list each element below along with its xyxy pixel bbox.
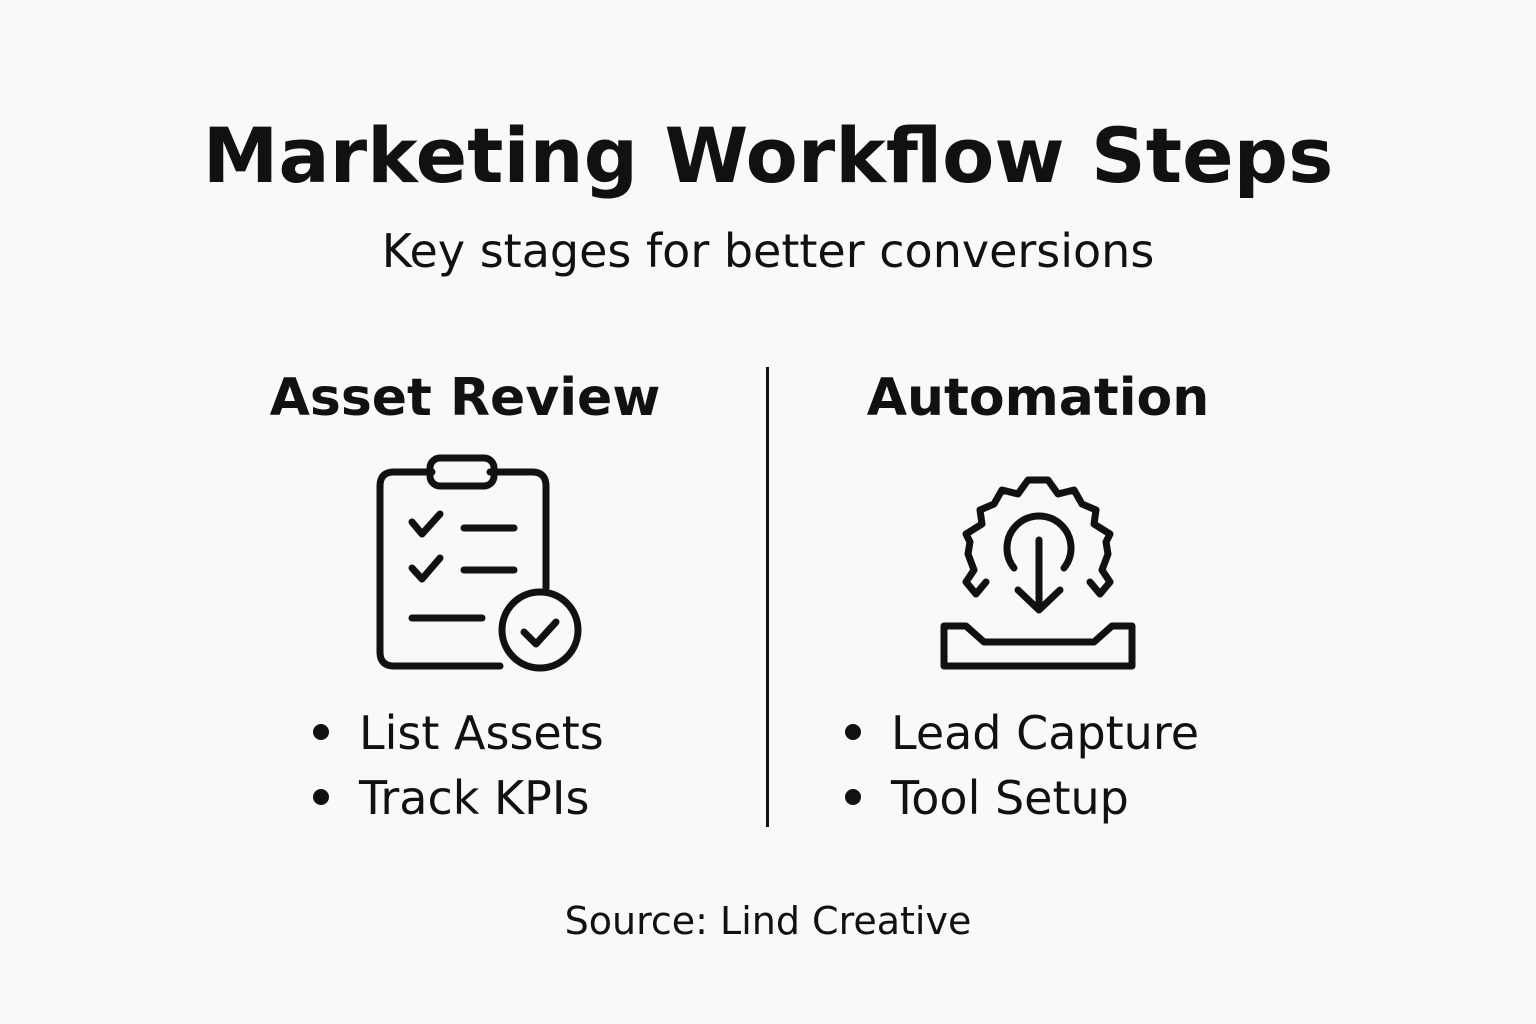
bullet-icon xyxy=(313,724,329,740)
source-caption: Source: Lind Creative xyxy=(564,899,972,943)
page-title: Marketing Workflow Steps xyxy=(202,111,1334,200)
list-item: Track KPIs xyxy=(313,775,604,840)
bullet-icon xyxy=(845,789,861,805)
list-item: List Assets xyxy=(313,710,604,775)
bullet-icon xyxy=(845,724,861,740)
list-item: Tool Setup xyxy=(845,775,1199,840)
automation-heading: Automation xyxy=(866,368,1210,428)
automation-list: Lead Capture Tool Setup xyxy=(845,710,1199,840)
page-subtitle: Key stages for better conversions xyxy=(381,224,1155,278)
column-divider xyxy=(766,367,769,827)
list-item: Lead Capture xyxy=(845,710,1199,775)
asset-review-heading: Asset Review xyxy=(269,368,661,428)
bullet-icon xyxy=(313,789,329,805)
asset-review-list: List Assets Track KPIs xyxy=(313,710,604,840)
gear-download-tray-icon xyxy=(936,460,1142,672)
clipboard-checklist-icon xyxy=(372,452,588,676)
